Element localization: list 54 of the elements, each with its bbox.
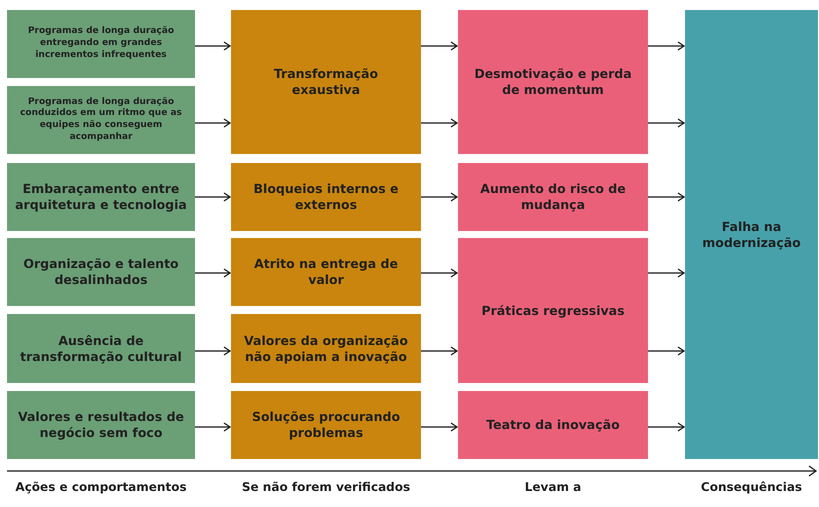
box-text: Falha na modernização xyxy=(701,218,802,250)
box-text: Soluções procurando problemas xyxy=(250,409,402,441)
box-text: Valores e resultados de negócio sem foco xyxy=(17,409,185,441)
arrow xyxy=(648,346,685,356)
column-label: Se não forem verificados xyxy=(240,480,412,494)
arrow xyxy=(648,268,685,278)
arrow xyxy=(195,41,231,51)
process-box xyxy=(7,238,195,306)
box-text: Valores da organização não apoiam a inovação xyxy=(243,332,409,364)
column-label: Levam a xyxy=(524,480,582,494)
arrow xyxy=(195,422,231,432)
box-text: Bloqueios internos e externos xyxy=(252,181,400,213)
process-box xyxy=(685,10,818,459)
process-box xyxy=(458,163,648,231)
process-box xyxy=(7,314,195,383)
arrow xyxy=(195,268,231,278)
arrow xyxy=(421,346,458,356)
arrow xyxy=(421,41,458,51)
box-text: Programas de longa duração entregando em grandes incrementos infrequentes xyxy=(26,26,176,62)
arrow xyxy=(648,192,685,202)
box-text: Organização e talento desalinhados xyxy=(22,256,180,288)
process-box xyxy=(458,391,648,459)
arrow xyxy=(195,192,231,202)
arrow xyxy=(648,422,685,432)
box-text: Programas de longa duração conduzidos em um ritmo que as equipes não conseguem acompanhar xyxy=(19,96,183,144)
column-label: Consequências xyxy=(700,480,804,494)
arrow xyxy=(421,192,458,202)
process-box xyxy=(7,86,195,154)
process-box xyxy=(7,391,195,459)
arrow xyxy=(421,422,458,432)
arrow xyxy=(421,118,458,128)
process-box xyxy=(231,314,421,383)
box-text: Aumento do risco de mudança xyxy=(479,181,627,213)
arrow xyxy=(195,118,231,128)
process-box xyxy=(458,238,648,383)
process-box xyxy=(231,163,421,231)
box-text: Ausência de transformação cultural xyxy=(19,332,183,364)
process-box xyxy=(458,10,648,154)
process-box xyxy=(231,391,421,459)
arrow xyxy=(648,41,685,51)
arrow xyxy=(195,346,231,356)
process-box xyxy=(231,238,421,306)
box-text: Práticas regressivas xyxy=(481,302,625,318)
box-text: Embaraçamento entre arquitetura e tecnologia xyxy=(15,181,187,213)
box-text: Transformação exaustiva xyxy=(272,66,380,98)
process-box xyxy=(7,10,195,78)
process-box xyxy=(7,163,195,231)
arrow xyxy=(648,118,685,128)
box-text: Desmotivação e perda de momentum xyxy=(473,66,633,98)
box-text: Atrito na entrega de valor xyxy=(253,256,399,288)
column-label: Ações e comportamentos xyxy=(14,480,188,494)
arrow xyxy=(421,268,458,278)
box-text: Teatro da inovação xyxy=(486,417,620,433)
process-box xyxy=(231,10,421,154)
